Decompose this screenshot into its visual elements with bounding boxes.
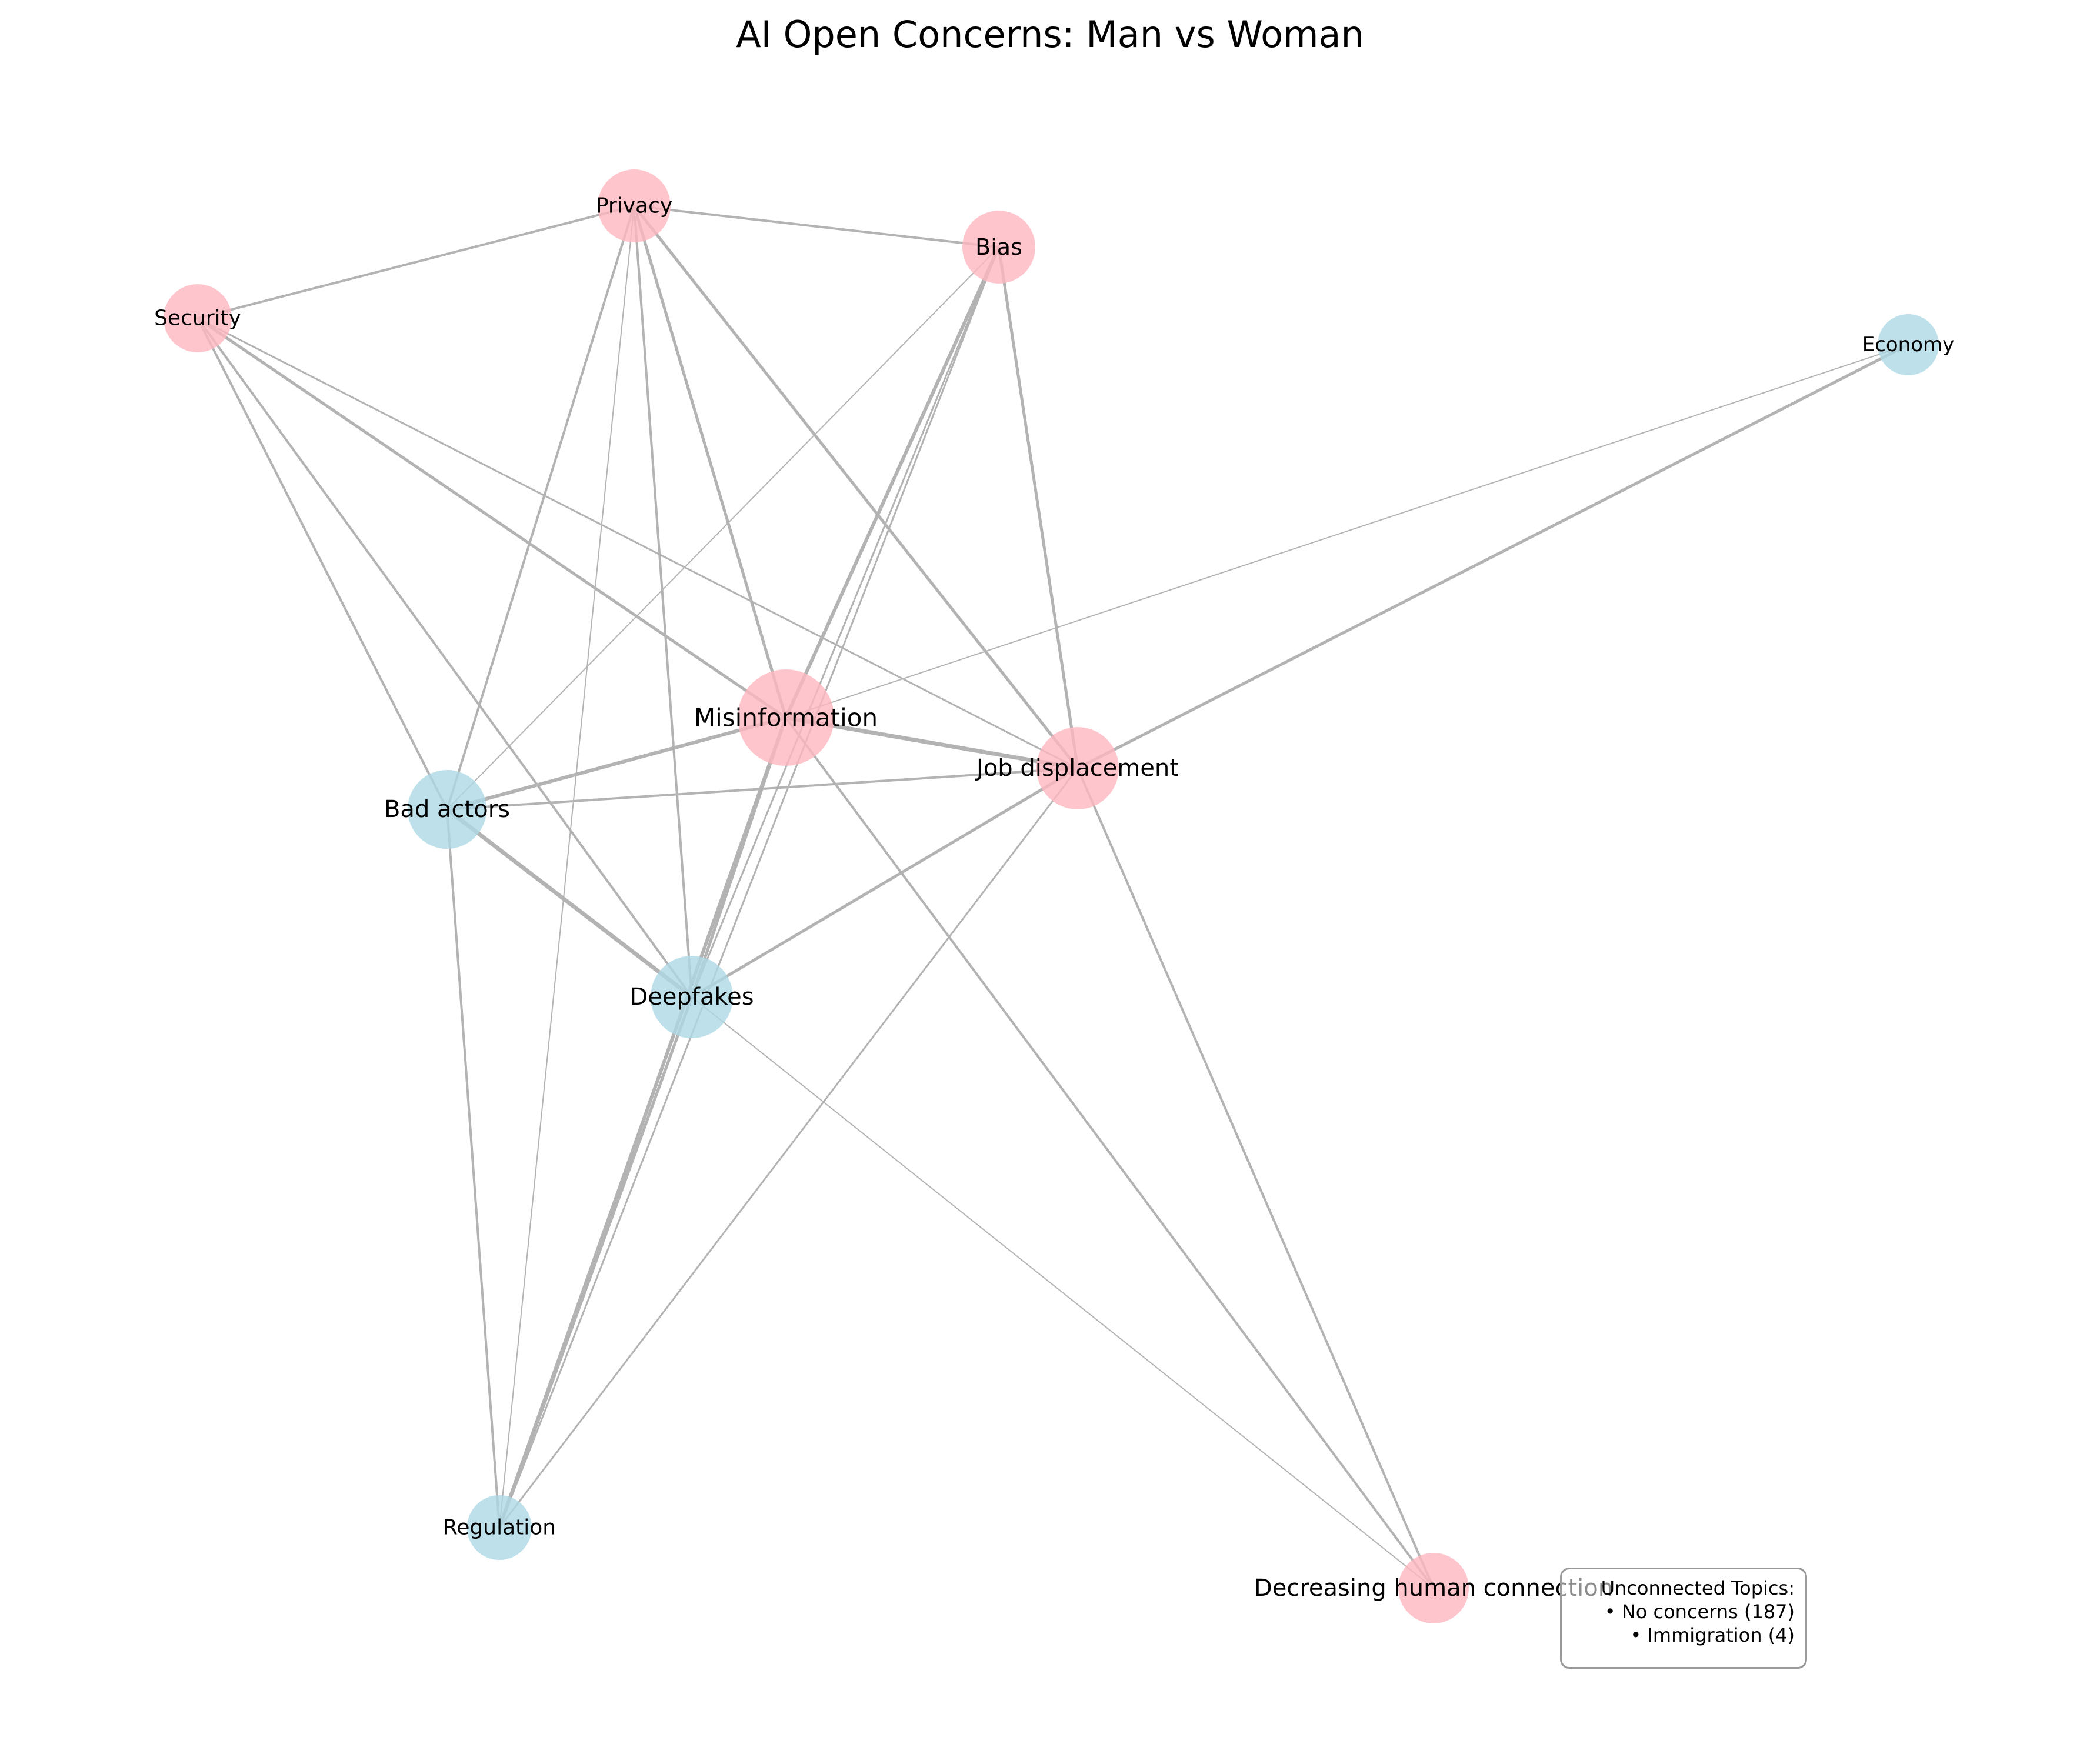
node-job[interactable] — [1036, 727, 1119, 809]
edge-layer — [196, 204, 1910, 1589]
edge-economy-misinformation — [785, 344, 1909, 718]
edge-privacy-security — [196, 205, 635, 319]
legend-text: Unconnected Topics: • No concerns (187) … — [1601, 1576, 1795, 1647]
edge-privacy-bias — [633, 205, 1000, 248]
node-label-regulation: Regulation — [443, 1516, 556, 1540]
edge-security-misinformation — [196, 316, 788, 719]
unconnected-topics-legend: Unconnected Topics: • No concerns (187) … — [1560, 1568, 1807, 1669]
edge-bias-job — [997, 245, 1079, 770]
node-security[interactable] — [164, 284, 232, 352]
node-label-bad: Bad actors — [384, 796, 510, 823]
graph-title: AI Open Concerns: Man vs Woman — [736, 13, 1364, 56]
legend-item-immigration: • Immigration (4) — [1630, 1624, 1795, 1646]
node-label-security: Security — [154, 306, 241, 331]
edge-privacy-misinformation — [632, 204, 788, 719]
edge-job-regulation — [498, 767, 1079, 1529]
edge-bias-misinformation — [784, 245, 1001, 719]
node-bias[interactable] — [962, 211, 1035, 284]
edge-deepfakes-decreasing — [691, 996, 1434, 1589]
edge-privacy-regulation — [499, 205, 635, 1528]
edge-security-bad — [196, 317, 448, 811]
node-deepfakes[interactable] — [651, 956, 733, 1038]
edge-bad-deepfakes — [445, 807, 694, 999]
edge-misinformation-bad — [445, 716, 788, 811]
node-label-decreasing: Decreasing human connection — [1254, 1575, 1613, 1602]
edge-misinformation-decreasing — [785, 716, 1435, 1589]
edge-privacy-job — [632, 204, 1079, 770]
edge-bias-bad — [446, 246, 999, 810]
node-privacy[interactable] — [598, 169, 671, 242]
edge-job-bad — [446, 767, 1079, 811]
edge-bias-regulation — [498, 246, 1000, 1529]
node-bad[interactable] — [408, 770, 486, 849]
edge-deepfakes-regulation — [498, 995, 694, 1529]
legend-title: Unconnected Topics: — [1601, 1577, 1795, 1599]
node-label-economy: Economy — [1862, 333, 1955, 356]
node-label-job: Job displacement — [975, 755, 1179, 782]
node-label-deepfakes: Deepfakes — [629, 983, 754, 1011]
node-label-bias: Bias — [975, 234, 1022, 260]
edge-security-deepfakes — [196, 317, 693, 998]
edge-bad-regulation — [446, 808, 501, 1529]
edge-security-job — [196, 317, 1079, 769]
node-decreasing[interactable] — [1398, 1553, 1469, 1623]
edge-economy-job — [1076, 343, 1910, 770]
edge-privacy-bad — [446, 205, 635, 811]
node-label-misinformation: Misinformation — [694, 704, 878, 732]
edge-misinformation-job — [784, 715, 1080, 771]
edge-job-deepfakes — [690, 766, 1079, 999]
node-economy[interactable] — [1878, 314, 1939, 375]
edge-privacy-deepfakes — [633, 205, 693, 998]
legend-item-no-concerns: • No concerns (187) — [1604, 1601, 1795, 1623]
node-misinformation[interactable] — [738, 669, 834, 766]
edge-bias-deepfakes — [691, 246, 1000, 998]
node-regulation[interactable] — [467, 1495, 532, 1560]
edge-job-decreasing — [1076, 767, 1435, 1589]
node-label-privacy: Privacy — [596, 194, 672, 218]
